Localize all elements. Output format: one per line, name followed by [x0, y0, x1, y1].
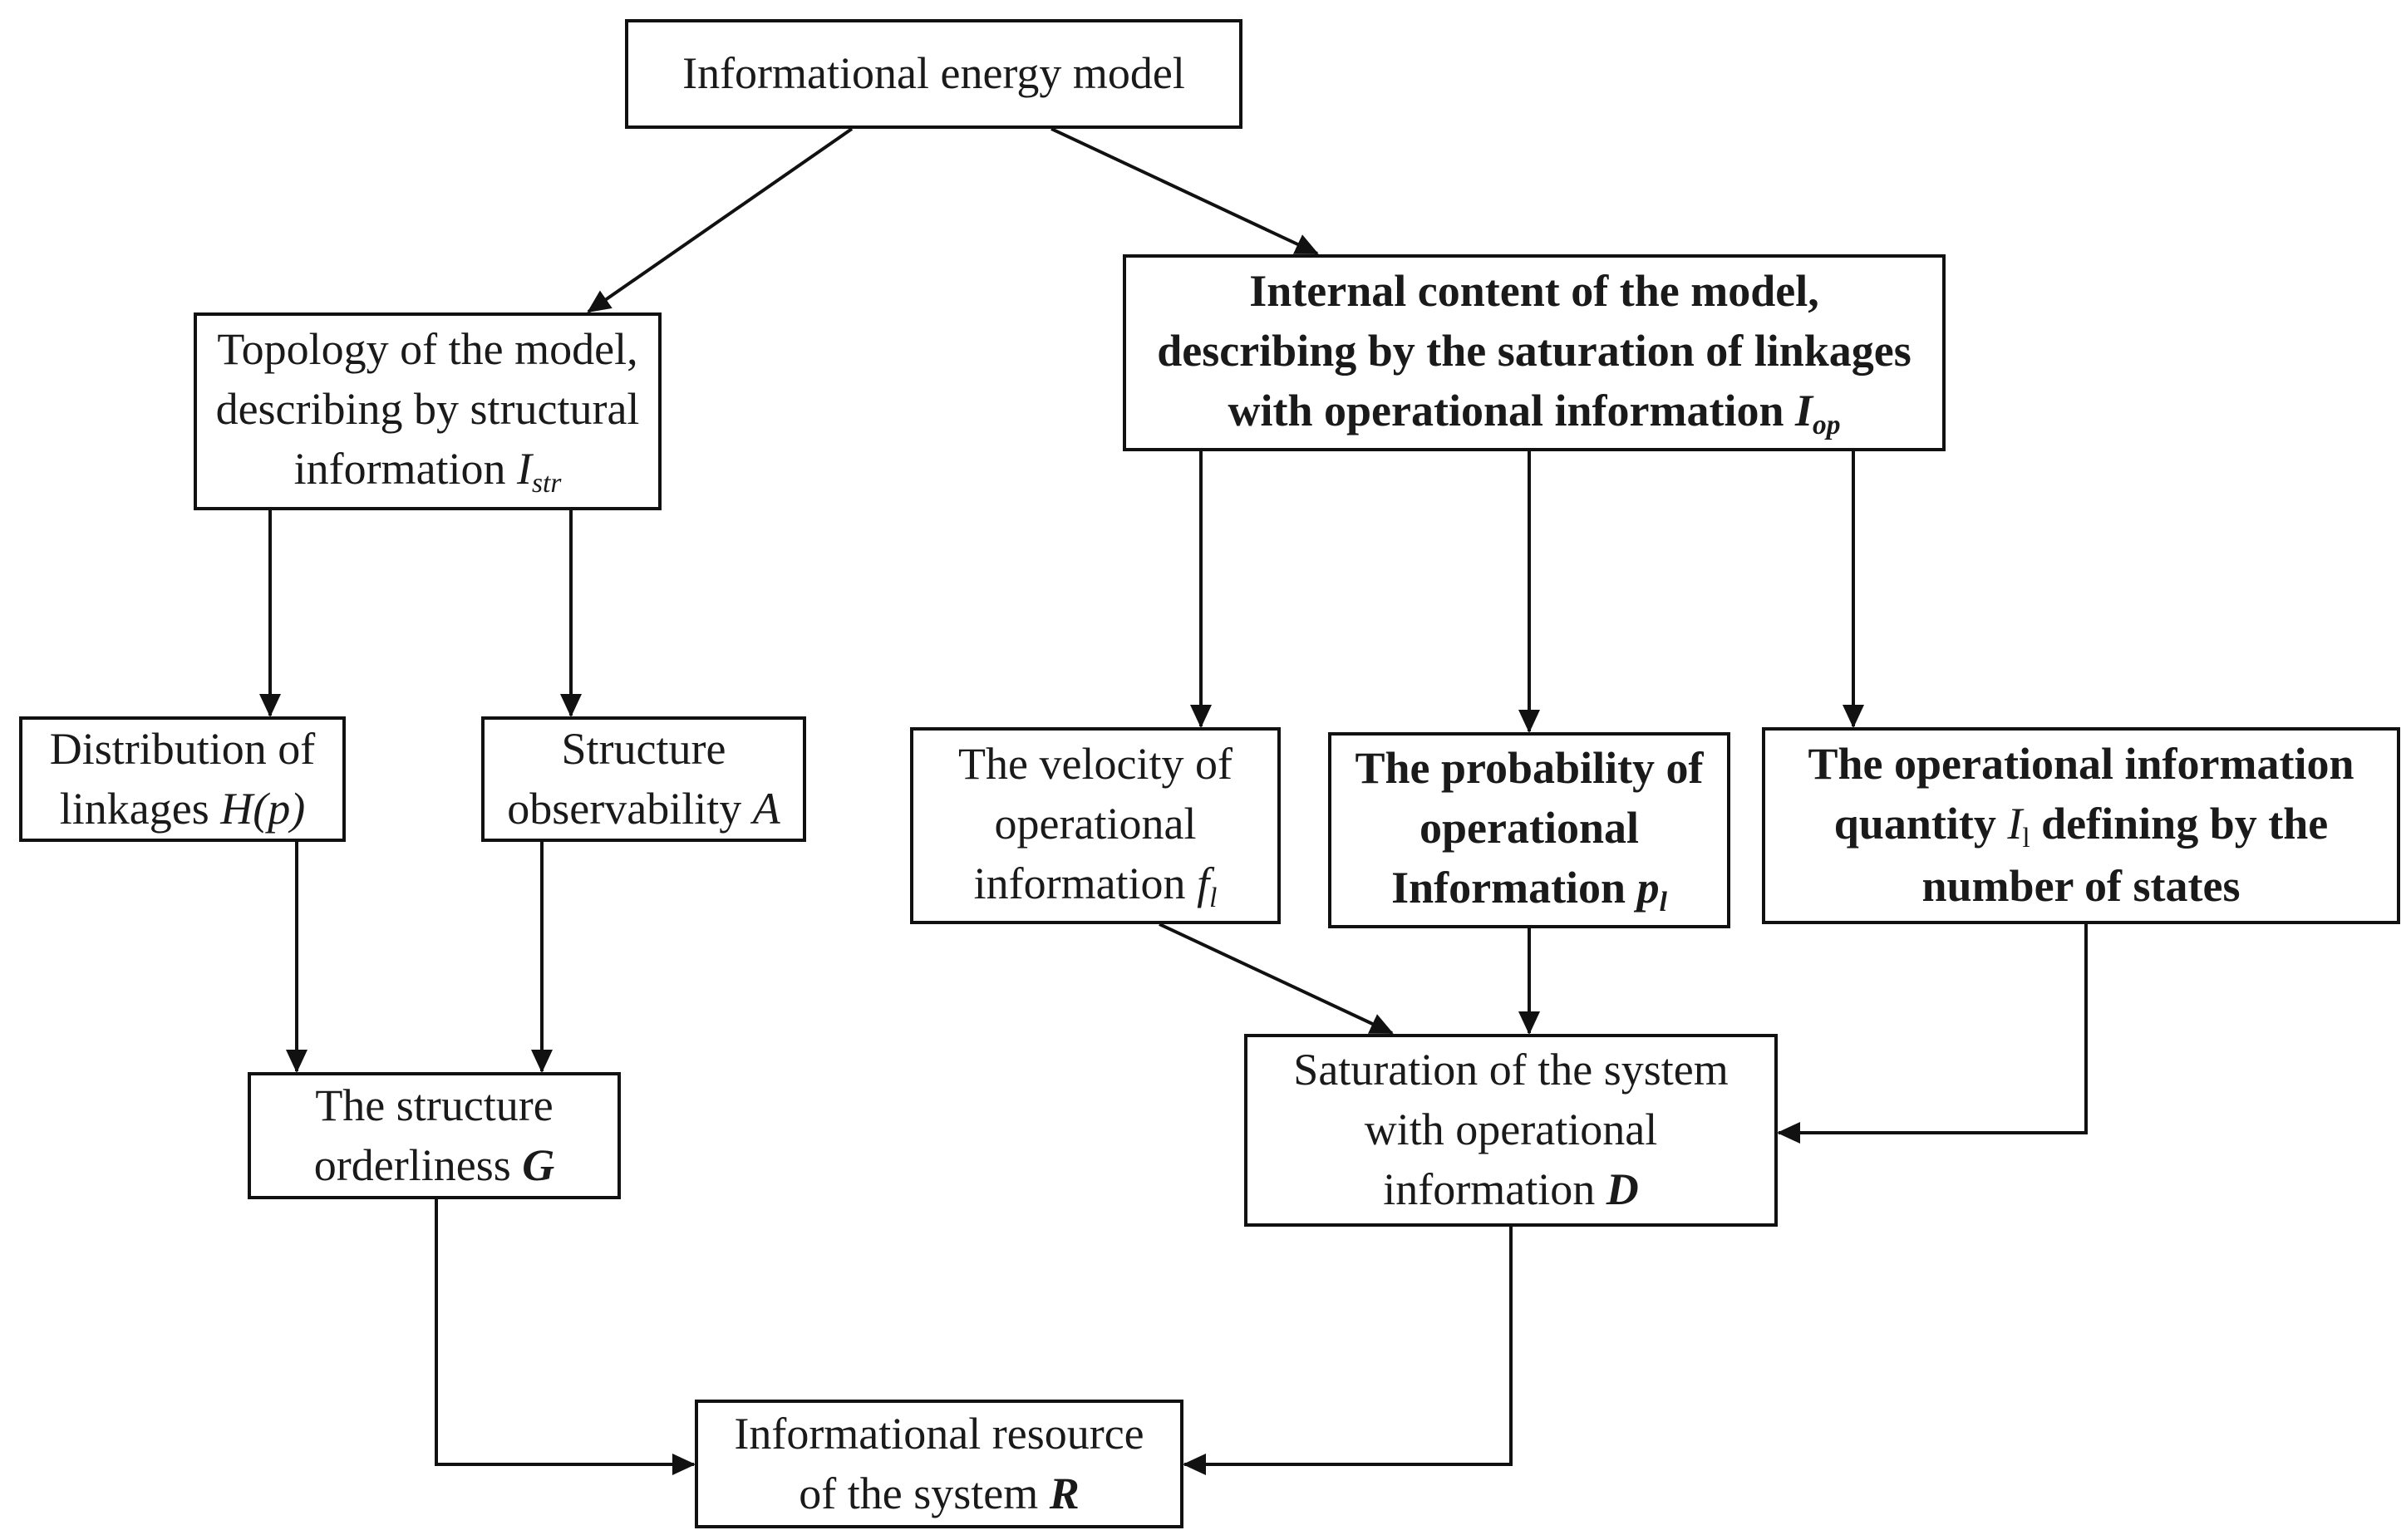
velocity-box: The velocity of operational information … [910, 727, 1281, 924]
orderliness-line1: The structure [315, 1080, 554, 1130]
arrow-quantity-to-saturation [1777, 924, 2088, 1144]
arrow-velocity-to-saturation [1159, 923, 1394, 1035]
velocity-line3: information fl [973, 858, 1218, 913]
distribution-box: Distribution of linkages H(p) [19, 716, 346, 842]
saturation-line2: with operational [1364, 1105, 1658, 1155]
arrow-orderliness-to-resource [435, 1199, 696, 1475]
arrow-saturation-to-resource [1183, 1227, 1513, 1475]
quantity-line3: number of states [1921, 861, 2241, 912]
quantity-line1: The operational information [1808, 738, 2354, 789]
topology-line1: Topology of the model, [217, 324, 638, 375]
velocity-line2: operational [994, 798, 1197, 849]
resource-line1: Informational resource [734, 1408, 1144, 1459]
probability-line1: The probability of [1355, 743, 1704, 794]
h-p-symbol: H(p) [220, 783, 306, 834]
arrow-model-to-internal [1050, 127, 1319, 255]
r-symbol: R [1049, 1468, 1080, 1518]
probability-box: The probability of operational Informati… [1328, 732, 1730, 928]
informational-resource-box: Informational resource of the system R [695, 1400, 1183, 1528]
saturation-line3: information D [1383, 1164, 1639, 1214]
internal-line1: Internal content of the model, [1249, 265, 1819, 316]
f-l-symbol: f [1197, 858, 1210, 908]
saturation-line1: Saturation of the system [1293, 1045, 1729, 1095]
i-op-symbol: I [1795, 385, 1813, 435]
quantity-line2: quantity Il defining by the [1833, 798, 2329, 854]
internal-line3: with operational information Iop [1228, 385, 1841, 440]
energy-model-label: Informational energy model [682, 48, 1185, 99]
velocity-line1: The velocity of [958, 738, 1233, 789]
distribution-line2: linkages H(p) [59, 783, 306, 834]
topology-line3: information Istr [293, 444, 562, 499]
orderliness-box: The structure orderliness G [248, 1072, 621, 1199]
topology-box: Topology of the model, describing by str… [194, 312, 662, 510]
arrow-model-to-topology [587, 127, 854, 313]
probability-line3: Information pl [1391, 863, 1667, 918]
internal-line2: describing by the saturation of linkages [1157, 325, 1912, 376]
saturation-box: Saturation of the system with operationa… [1244, 1034, 1778, 1227]
i-l-symbol: I [2007, 798, 2023, 849]
g-symbol: G [522, 1139, 555, 1190]
observability-box: Structure observability A [481, 716, 806, 842]
topology-line2: describing by structural [215, 384, 640, 435]
observability-line2: observability A [507, 783, 780, 834]
observability-line1: Structure [561, 723, 726, 774]
internal-content-box: Internal content of the model, describin… [1123, 254, 1946, 451]
probability-line2: operational [1419, 803, 1639, 854]
resource-line2: of the system R [799, 1468, 1080, 1518]
i-str-symbol: I [517, 444, 533, 494]
quantity-box: The operational information quantity Il … [1762, 727, 2400, 924]
d-symbol: D [1606, 1164, 1639, 1214]
distribution-line1: Distribution of [49, 723, 316, 774]
informational-energy-model-box: Informational energy model [625, 19, 1242, 129]
orderliness-line2: orderliness G [313, 1139, 555, 1190]
a-symbol: A [752, 783, 780, 834]
p-l-symbol: p [1636, 863, 1660, 913]
